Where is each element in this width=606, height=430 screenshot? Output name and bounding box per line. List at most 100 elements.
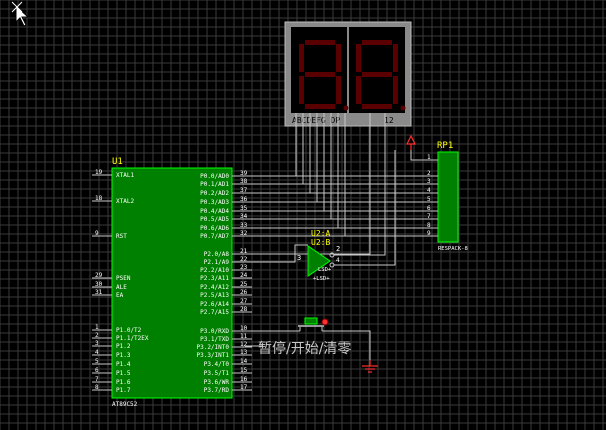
mcu-pin-number: 7 (95, 376, 99, 383)
mcu-pin-name: P3.7/RD (204, 387, 230, 394)
mcu-pin-number: 9 (95, 230, 99, 237)
mcu-pin-name: P3.4/T0 (204, 361, 230, 368)
mcu-pin-number: 31 (95, 289, 103, 296)
mcu-pin-name: PSEN (116, 275, 131, 282)
mcu-pin-number: 23 (240, 264, 248, 271)
display-pin-labels: ABCDEFG DP (292, 116, 340, 125)
mcu-pin-number: 14 (240, 358, 248, 365)
mcu-pin-number: 34 (240, 213, 248, 220)
mcu-right-pins: 39P0.0/AD038P0.1/AD137P0.2/AD236P0.3/AD3… (196, 170, 252, 394)
mcu-pin-number: 2 (95, 332, 99, 339)
mcu-pin-name: P2.0/A8 (204, 251, 230, 258)
mcu-pin-name: ALE (116, 284, 127, 291)
segment (362, 72, 392, 77)
inverter-ref-a: U2:A (311, 229, 330, 238)
segment (336, 44, 341, 72)
inverter-part-b: +LSD+ (313, 276, 330, 282)
resistor-pack-ref: RP1 (437, 141, 453, 151)
mcu-pin-number: 19 (95, 169, 103, 176)
resistor-pack-body (437, 151, 459, 243)
power-terminal-icon (406, 134, 416, 150)
mcu-pin-number: 13 (240, 349, 248, 356)
wires (245, 126, 428, 360)
resistor-pack-pin-number: 9 (427, 230, 431, 237)
mcu-pin-number: 30 (95, 281, 103, 288)
mcu-pin-name: P0.2/AD2 (200, 190, 229, 197)
mcu-pin-number: 6 (95, 367, 99, 374)
mcu-pin-number: 12 (240, 341, 248, 348)
mcu-pin-name: P3.1/TXD (200, 336, 229, 343)
mcu-pin-name: XTAL1 (116, 172, 134, 179)
segment (299, 44, 304, 72)
seven-segment-display[interactable]: ABCDEFG DP 12 (284, 21, 412, 127)
mouse-cursor-icon (11, 1, 30, 27)
inverter-ref-b: U2:B (311, 238, 330, 247)
mcu-pin-name: P2.3/A11 (200, 275, 229, 282)
segment (305, 40, 335, 45)
resistor-pack-pin-number: 6 (427, 205, 431, 212)
segment (362, 40, 392, 45)
mcu-pin-name: P1.3 (116, 352, 131, 359)
resistor-pack-pin-number: 3 (427, 178, 431, 185)
segment (393, 44, 398, 72)
mcu-pin-name: P1.2 (116, 343, 131, 350)
mcu-pin-name: RST (116, 233, 127, 240)
segment (356, 76, 361, 104)
digit-2 (356, 40, 406, 111)
push-button-switch[interactable] (298, 317, 329, 331)
inverter-gate[interactable]: U2:A U2:B 3 2 4 LSD+ +LSD+ (297, 229, 340, 282)
mcu-pin-number: 4 (95, 349, 99, 356)
mcu-pin-number: 39 (240, 170, 248, 177)
mcu-pin-name: P0.0/AD0 (200, 173, 229, 180)
resistor-pack-pin-number: 8 (427, 222, 431, 229)
resistor-pack-pin-number: 1 (427, 154, 431, 161)
mcu-pin-number: 33 (240, 222, 248, 229)
mcu-pin-name: P0.3/AD3 (200, 199, 229, 206)
mcu-pin-number: 29 (95, 272, 103, 279)
mcu-ref: U1 (112, 157, 123, 167)
mcu-pin-name: P1.0/T2 (116, 327, 142, 334)
mcu-pin-name: P3.0/RXD (200, 328, 229, 335)
resistor-pack-part: RESPACK-8 (438, 246, 468, 252)
mcu-pin-name: P2.1/A9 (204, 259, 230, 266)
mcu-pin-name: XTAL2 (116, 198, 134, 205)
mcu-pin-name: P1.1/T2EX (116, 335, 149, 342)
mcu-part: AT89C52 (112, 401, 138, 408)
mcu-pin-number: 36 (240, 196, 248, 203)
ground-icon (362, 360, 378, 373)
mcu-pin-number: 21 (240, 248, 248, 255)
mcu-pin-number: 22 (240, 256, 248, 263)
mcu-pin-name: P3.2/INT0 (196, 344, 229, 351)
mcu-pin-name: P1.4 (116, 361, 131, 368)
mcu-pin-name: P0.6/AD6 (200, 225, 229, 232)
mcu-pin-name: P2.6/A14 (200, 301, 229, 308)
mcu-pin-name: P1.5 (116, 370, 131, 377)
mcu-pin-name: P0.7/AD7 (200, 233, 229, 240)
segment (305, 72, 335, 77)
segment-dp (343, 105, 349, 111)
mcu-pin-number: 28 (240, 306, 248, 313)
inverter-part-a: LSD+ (318, 267, 332, 273)
segment (356, 44, 361, 72)
mcu-pin-name: P2.2/A10 (200, 267, 229, 274)
mcu-pin-name: P3.5/T1 (204, 370, 230, 377)
mcu-pin-number: 18 (95, 195, 103, 202)
mcu-pin-name: P2.7/A15 (200, 309, 229, 316)
mcu-pin-number: 16 (240, 376, 248, 383)
resistor-pack-pin-number: 7 (427, 213, 431, 220)
mcu-pin-number: 24 (240, 272, 248, 279)
mcu-pin-name: P3.6/WR (204, 379, 230, 386)
segment (362, 104, 392, 109)
inverter-triangle (307, 245, 331, 277)
segment (299, 76, 304, 104)
mcu-pin-number: 1 (95, 324, 99, 331)
segment (305, 104, 335, 109)
resistor-pack-pin-number: 2 (427, 170, 431, 177)
inverter-pin4: 4 (336, 257, 340, 264)
resistor-pack-pin-number: 5 (427, 196, 431, 203)
